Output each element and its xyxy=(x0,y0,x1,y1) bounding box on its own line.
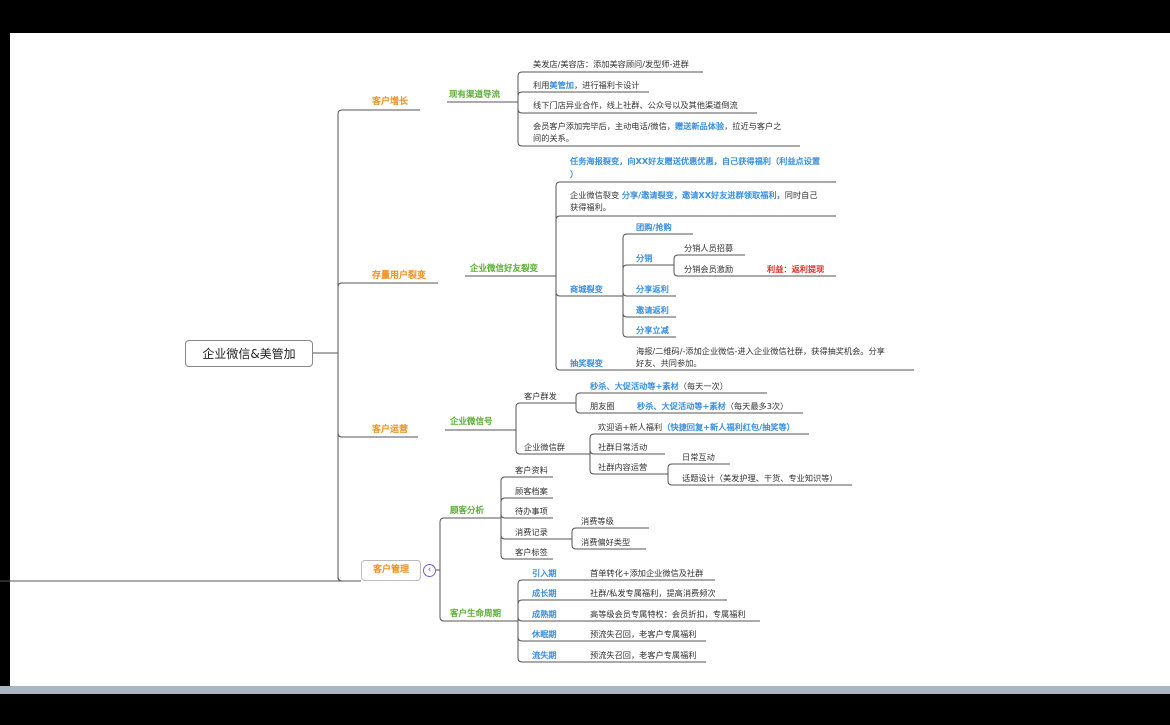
node-poster-fission[interactable]: 任务海报裂变，向XX好友赠送优惠优惠，自己获得福利（利益点设置 xyxy=(570,156,821,166)
node-wecom-friend-fission[interactable]: 企业微信好友裂变 xyxy=(470,264,539,274)
stage-name-3[interactable]: 成熟期 xyxy=(532,609,557,619)
stage-desc-3[interactable]: 高等级会员专属特权：会员折扣，专属福利 xyxy=(590,609,746,619)
node-lifecycle[interactable]: 客户生命周期 xyxy=(450,609,502,619)
node-content-ops[interactable]: 社群内容运营 xyxy=(598,462,648,472)
node-wecom-account[interactable]: 企业微信号 xyxy=(450,417,493,427)
node-share-rebate[interactable]: 分享返利 xyxy=(636,284,669,294)
node-existing-channel[interactable]: 现有渠道导流 xyxy=(449,90,501,100)
stage-desc-4[interactable]: 预流失召回，老客户专属福利 xyxy=(590,629,697,639)
node-mall-fission[interactable]: 商城裂变 xyxy=(570,284,603,294)
node-group-buy[interactable]: 团购/抢购 xyxy=(636,222,672,232)
node-invite-rebate[interactable]: 邀请返利 xyxy=(636,305,669,315)
node-daily-interaction[interactable]: 日常互动 xyxy=(682,452,715,462)
node-consumption-level[interactable]: 消费等级 xyxy=(581,516,614,526)
node-customer-broadcast[interactable]: 客户群发 xyxy=(524,391,557,401)
node-wecom-group[interactable]: 企业微信群 xyxy=(524,442,565,452)
node-consumption-record[interactable]: 消费记录 xyxy=(515,527,548,537)
root-node[interactable]: 企业微信&美管加 xyxy=(185,340,313,367)
node-dist-incentive[interactable]: 分销会员激励 xyxy=(684,264,734,274)
stage-name-5[interactable]: 流失期 xyxy=(532,650,557,660)
node-customer-archive[interactable]: 顾客档案 xyxy=(515,486,548,496)
node-share-discount[interactable]: 分享立减 xyxy=(636,325,669,335)
stage-desc-2[interactable]: 社群/私发专属福利，提高消费频次 xyxy=(590,588,716,598)
node-wecom-fission[interactable]: 企业微信裂变 分享/邀请裂变，邀请XX好友进群领取福利，同时自己 xyxy=(570,190,818,200)
node-dist-recruit[interactable]: 分销人员招募 xyxy=(684,243,734,253)
node-lottery-desc-cont: 好友、共同参加。 xyxy=(636,358,702,368)
branch-customer-mgmt[interactable]: 客户管理 xyxy=(361,560,421,581)
stage-name-1[interactable]: 引入期 xyxy=(532,568,557,578)
chevron-left-icon[interactable]: ‹ xyxy=(423,564,436,577)
node-moments-content[interactable]: 秒杀、大促活动等+素材（每天最多3次） xyxy=(637,401,789,411)
stage-desc-1[interactable]: 首单转化+添加企业微信及社群 xyxy=(590,568,704,578)
branch-stock-fission[interactable]: 存量用户裂变 xyxy=(372,271,427,281)
node-daily-activity[interactable]: 社群日常活动 xyxy=(598,442,648,452)
node-distribution[interactable]: 分销 xyxy=(636,253,653,263)
branch-customer-ops[interactable]: 客户运营 xyxy=(372,425,409,435)
node-todo[interactable]: 待办事项 xyxy=(515,506,548,516)
bottom-band xyxy=(0,686,1170,694)
node-broadcast-content[interactable]: 秒杀、大促活动等+素材（每天一次） xyxy=(590,381,728,391)
growth-item-4-cont: 间的关系。 xyxy=(533,133,574,143)
branch-customer-growth[interactable]: 客户增长 xyxy=(372,97,409,107)
stage-name-4[interactable]: 休眠期 xyxy=(532,629,557,639)
node-lottery-fission[interactable]: 抽奖裂变 xyxy=(570,358,603,368)
node-lottery-desc[interactable]: 海报/二维码/-添加企业微信-进入企业微信社群，获得抽奖机会。分享 xyxy=(636,346,885,356)
growth-item-4[interactable]: 会员客户添加完毕后，主动电话/微信，赠送新品体验，拉近与客户之 xyxy=(533,121,782,131)
growth-item-1[interactable]: 美发店/美容店：添加美容顾问/发型师-进群 xyxy=(533,59,689,69)
node-consumption-pref[interactable]: 消费偏好类型 xyxy=(581,537,631,547)
stage-name-2[interactable]: 成长期 xyxy=(532,588,557,598)
node-customer-analysis[interactable]: 顾客分析 xyxy=(450,506,485,516)
stage-desc-5[interactable]: 预流失召回，老客户专属福利 xyxy=(590,650,697,660)
node-benefit-rebate[interactable]: 利益：返利提现 xyxy=(767,264,825,274)
node-poster-fission-cont: ） xyxy=(570,169,579,179)
node-moments[interactable]: 朋友圈 xyxy=(590,401,615,411)
growth-item-2[interactable]: 利用美管加，进行福利卡设计 xyxy=(533,80,640,90)
node-topic-design[interactable]: 话题设计（美发护理、干货、专业知识等） xyxy=(682,473,838,483)
growth-item-3[interactable]: 线下门店异业合作，线上社群、公众号以及其他渠道倒流 xyxy=(533,100,738,110)
node-customer-tag[interactable]: 客户标签 xyxy=(515,547,548,557)
node-wecom-fission-cont: 获得福利。 xyxy=(570,202,611,212)
node-customer-profile[interactable]: 客户资料 xyxy=(515,465,548,475)
node-welcome-message[interactable]: 欢迎语+新人福利（快捷回复+新人福利红包/抽奖等） xyxy=(598,422,795,432)
